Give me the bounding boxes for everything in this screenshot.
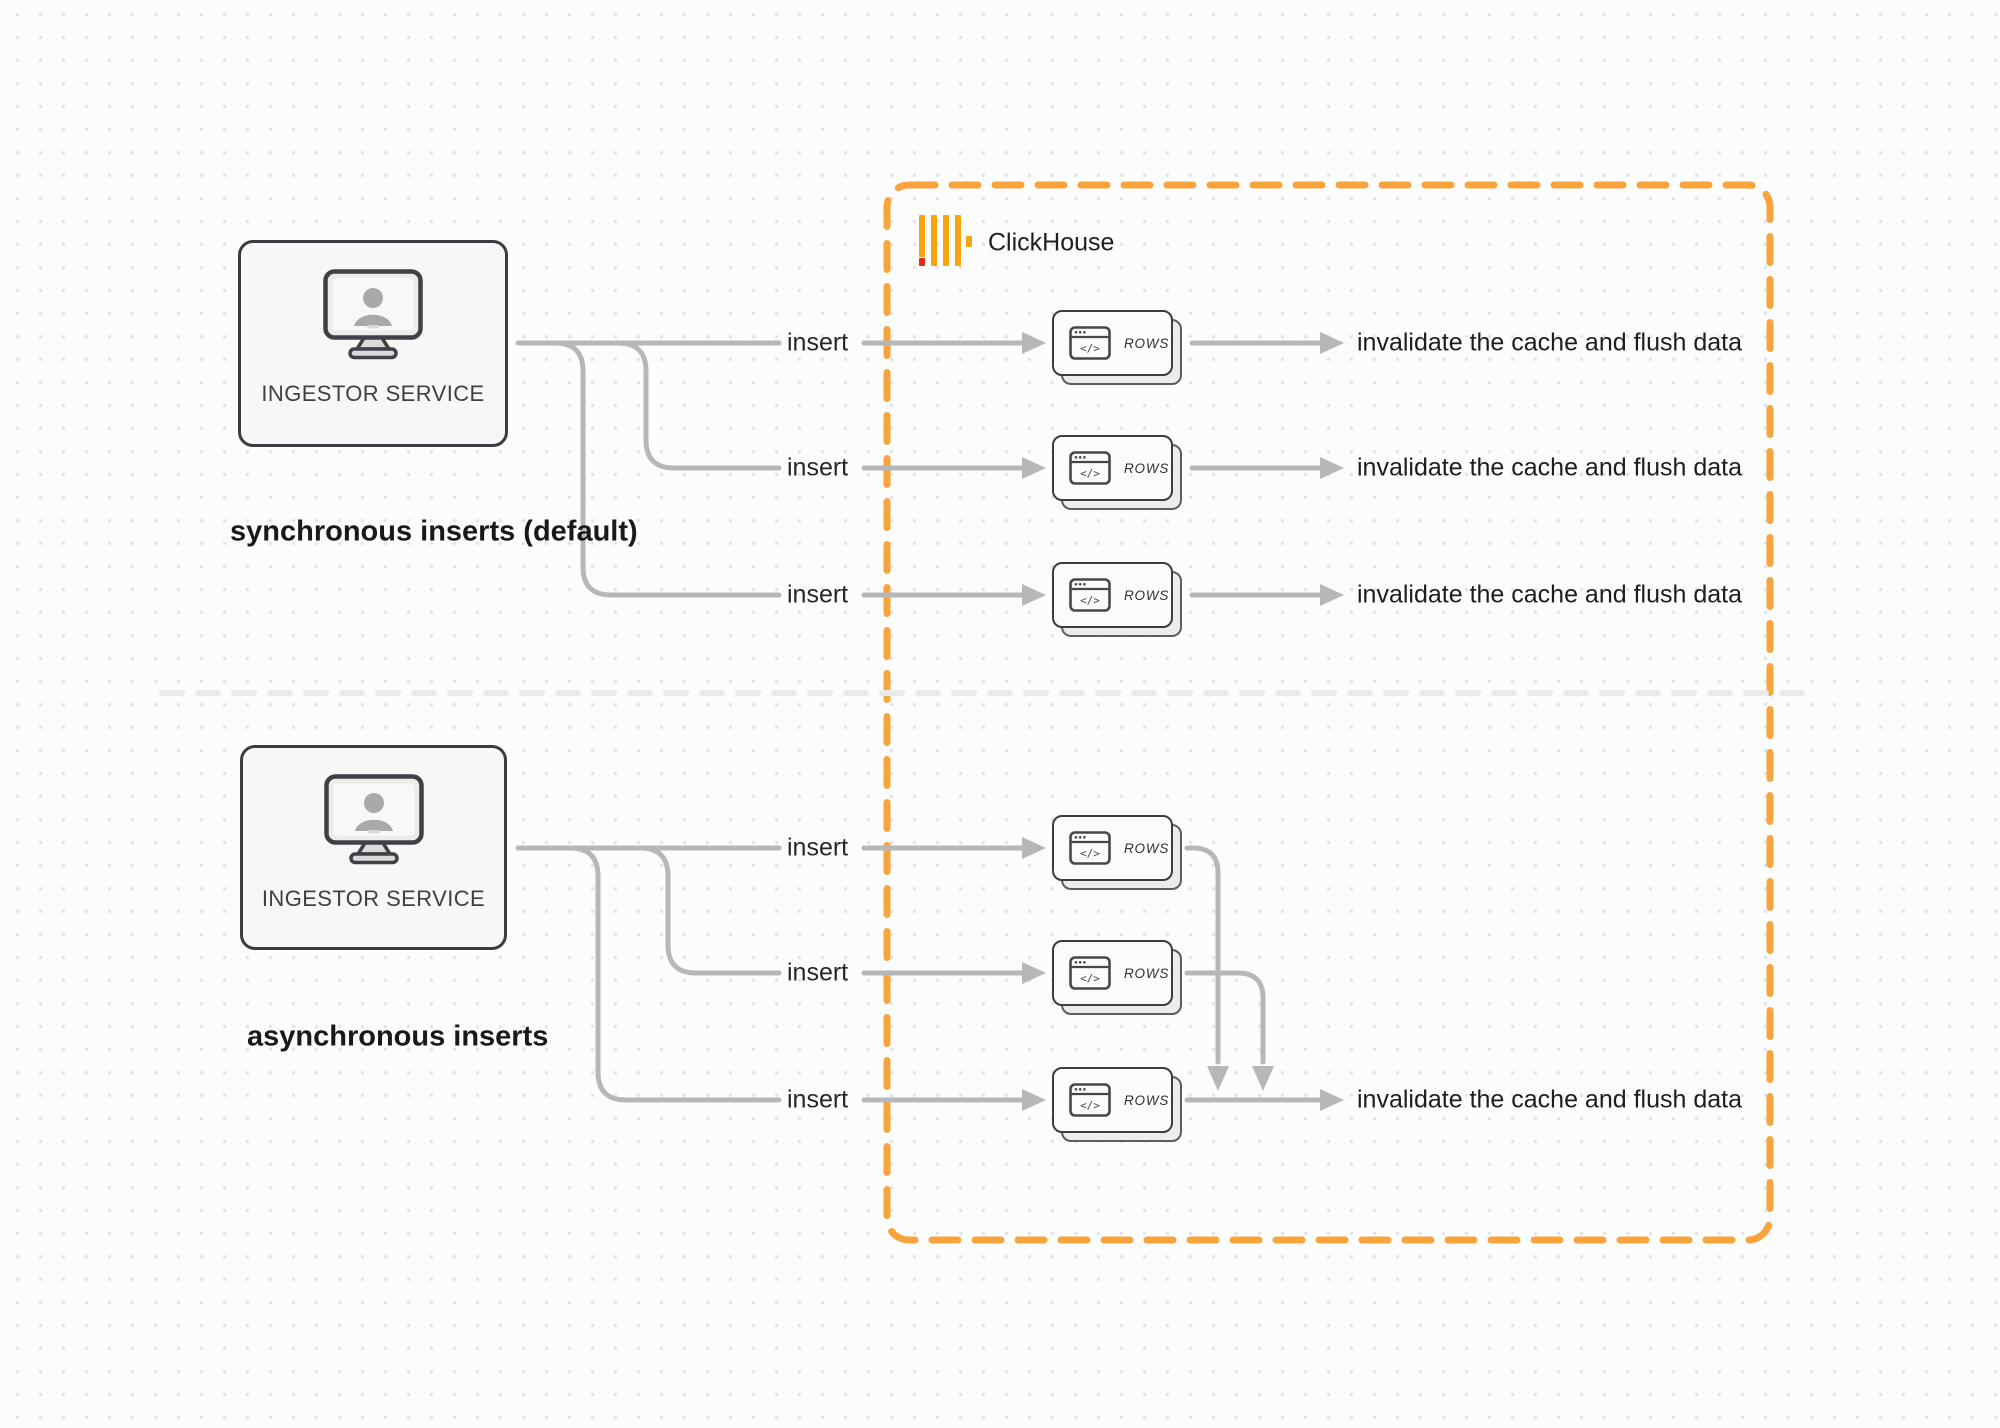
insert-label: insert — [787, 453, 849, 482]
rows-card: </> ROWS — [1052, 1067, 1182, 1142]
code-window-icon: </> — [1069, 1083, 1111, 1117]
rows-label: ROWS — [1124, 1092, 1170, 1108]
svg-text:</>: </> — [1080, 847, 1100, 860]
result-label: invalidate the cache and flush data — [1357, 1085, 1742, 1114]
code-window-icon: </> — [1069, 831, 1111, 865]
rows-card: </> ROWS — [1052, 815, 1182, 890]
async-connector-lines — [515, 845, 1323, 1103]
ingestor-service-box-async: INGESTOR SERVICE — [240, 745, 507, 950]
async-arrowheads — [1022, 837, 1344, 1111]
rows-card: </> ROWS — [1052, 562, 1182, 637]
ingestor-service-label: INGESTOR SERVICE — [261, 886, 486, 911]
rows-label: ROWS — [1124, 460, 1170, 476]
result-label: invalidate the cache and flush data — [1357, 328, 1742, 357]
monitor-user-icon — [323, 774, 424, 865]
clickhouse-container-border — [883, 181, 1774, 1244]
rows-card: </> ROWS — [1052, 940, 1182, 1015]
code-window-icon: </> — [1069, 451, 1111, 485]
result-label: invalidate the cache and flush data — [1357, 453, 1742, 482]
sync-section-label: synchronous inserts (default) — [230, 515, 638, 548]
insert-label: insert — [787, 958, 849, 987]
result-label: invalidate the cache and flush data — [1357, 580, 1742, 609]
code-window-icon: </> — [1069, 956, 1111, 990]
sync-connector-lines — [515, 340, 1323, 598]
svg-text:</>: </> — [1080, 972, 1100, 985]
code-window-icon: </> — [1069, 578, 1111, 612]
clickhouse-label: ClickHouse — [988, 228, 1115, 257]
insert-label: insert — [787, 833, 849, 862]
insert-label: insert — [787, 580, 849, 609]
code-window-icon: </> — [1069, 326, 1111, 360]
rows-label: ROWS — [1124, 587, 1170, 603]
svg-text:</>: </> — [1080, 467, 1100, 480]
svg-text:</>: </> — [1080, 342, 1100, 355]
monitor-user-icon — [323, 269, 423, 360]
insert-label: insert — [787, 1085, 849, 1114]
insert-label: insert — [787, 328, 849, 357]
async-section-label: asynchronous inserts — [247, 1020, 549, 1053]
ingestor-service-label: INGESTOR SERVICE — [261, 381, 485, 406]
clickhouse-logo-icon — [919, 215, 975, 267]
ingestor-service-box-sync: INGESTOR SERVICE — [238, 240, 508, 447]
rows-card: </> ROWS — [1052, 310, 1182, 385]
rows-label: ROWS — [1124, 335, 1170, 351]
svg-text:</>: </> — [1080, 594, 1100, 607]
rows-label: ROWS — [1124, 840, 1170, 856]
sync-arrowheads — [1022, 332, 1344, 606]
rows-card: </> ROWS — [1052, 435, 1182, 510]
rows-label: ROWS — [1124, 965, 1170, 981]
svg-text:</>: </> — [1080, 1099, 1100, 1112]
